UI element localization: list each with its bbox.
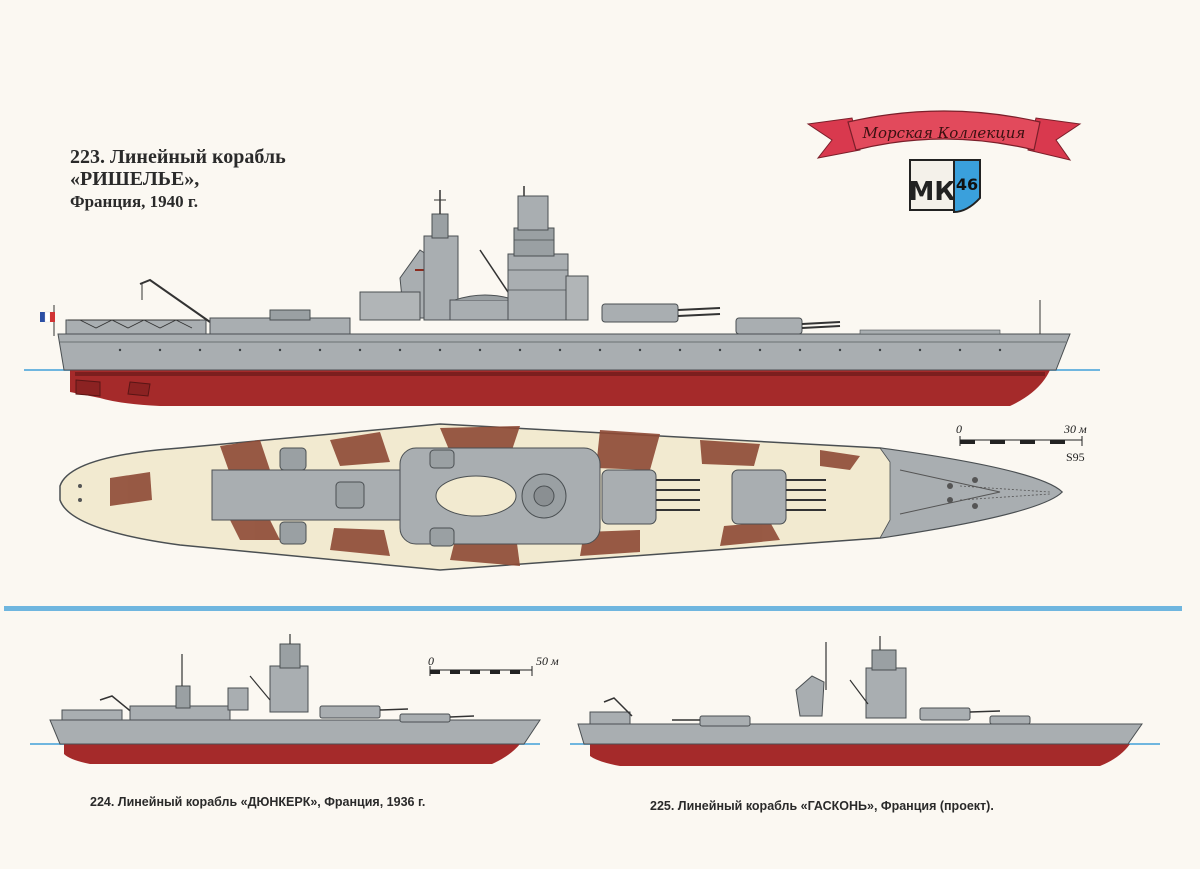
scale-small-start: 0	[428, 654, 434, 668]
richelieu-side-profile	[24, 186, 1100, 406]
ribbon-text: Морская Коллекция	[862, 124, 1026, 142]
ribbon-body	[847, 110, 1041, 151]
ship-title-block: 223. Линейный корабль «РИШЕЛЬЕ», Франция…	[70, 146, 286, 214]
french-flag-icon	[40, 305, 55, 336]
richelieu-top-view	[59, 423, 1064, 571]
title-line-number: 223. Линейный корабль	[70, 146, 286, 168]
badge-number: 46	[956, 175, 978, 194]
scale-main-signature: S95	[1066, 450, 1085, 464]
main-turret-b-top	[731, 469, 826, 525]
collection-emblem: Морская Коллекция МК 46	[806, 110, 1082, 214]
section-divider	[4, 606, 1182, 611]
badge-number-shield	[953, 159, 981, 214]
caption-dunkerque: 224. Линейный корабль «ДЮНКЕРК», Франция…	[90, 795, 426, 809]
hull-underwater	[70, 370, 1050, 406]
scale-main-start: 0	[956, 422, 962, 436]
caption-gascogne: 225. Линейный корабль «ГАСКОНЬ», Франция…	[650, 799, 994, 813]
ribbon-left-tail	[806, 117, 861, 159]
badge-letters: МК	[908, 177, 955, 207]
scale-bar-small	[429, 666, 533, 676]
scale-main-end: 30 м	[1064, 422, 1087, 436]
scale-bar-main	[959, 436, 1083, 446]
title-line-name: «РИШЕЛЬЕ»,	[70, 168, 200, 190]
turret-b	[735, 317, 841, 335]
hull-upper	[57, 333, 1071, 371]
turret-a	[601, 303, 721, 323]
scale-small-end: 50 м	[536, 654, 559, 668]
main-turret-a-top	[601, 469, 700, 525]
badge-mk	[909, 159, 955, 211]
ribbon-right-tail	[1027, 117, 1082, 161]
title-line-country: Франция, 1940 г.	[70, 192, 198, 211]
gascogne-side-profile	[570, 636, 1160, 766]
dunkerque-side-profile	[30, 634, 541, 764]
